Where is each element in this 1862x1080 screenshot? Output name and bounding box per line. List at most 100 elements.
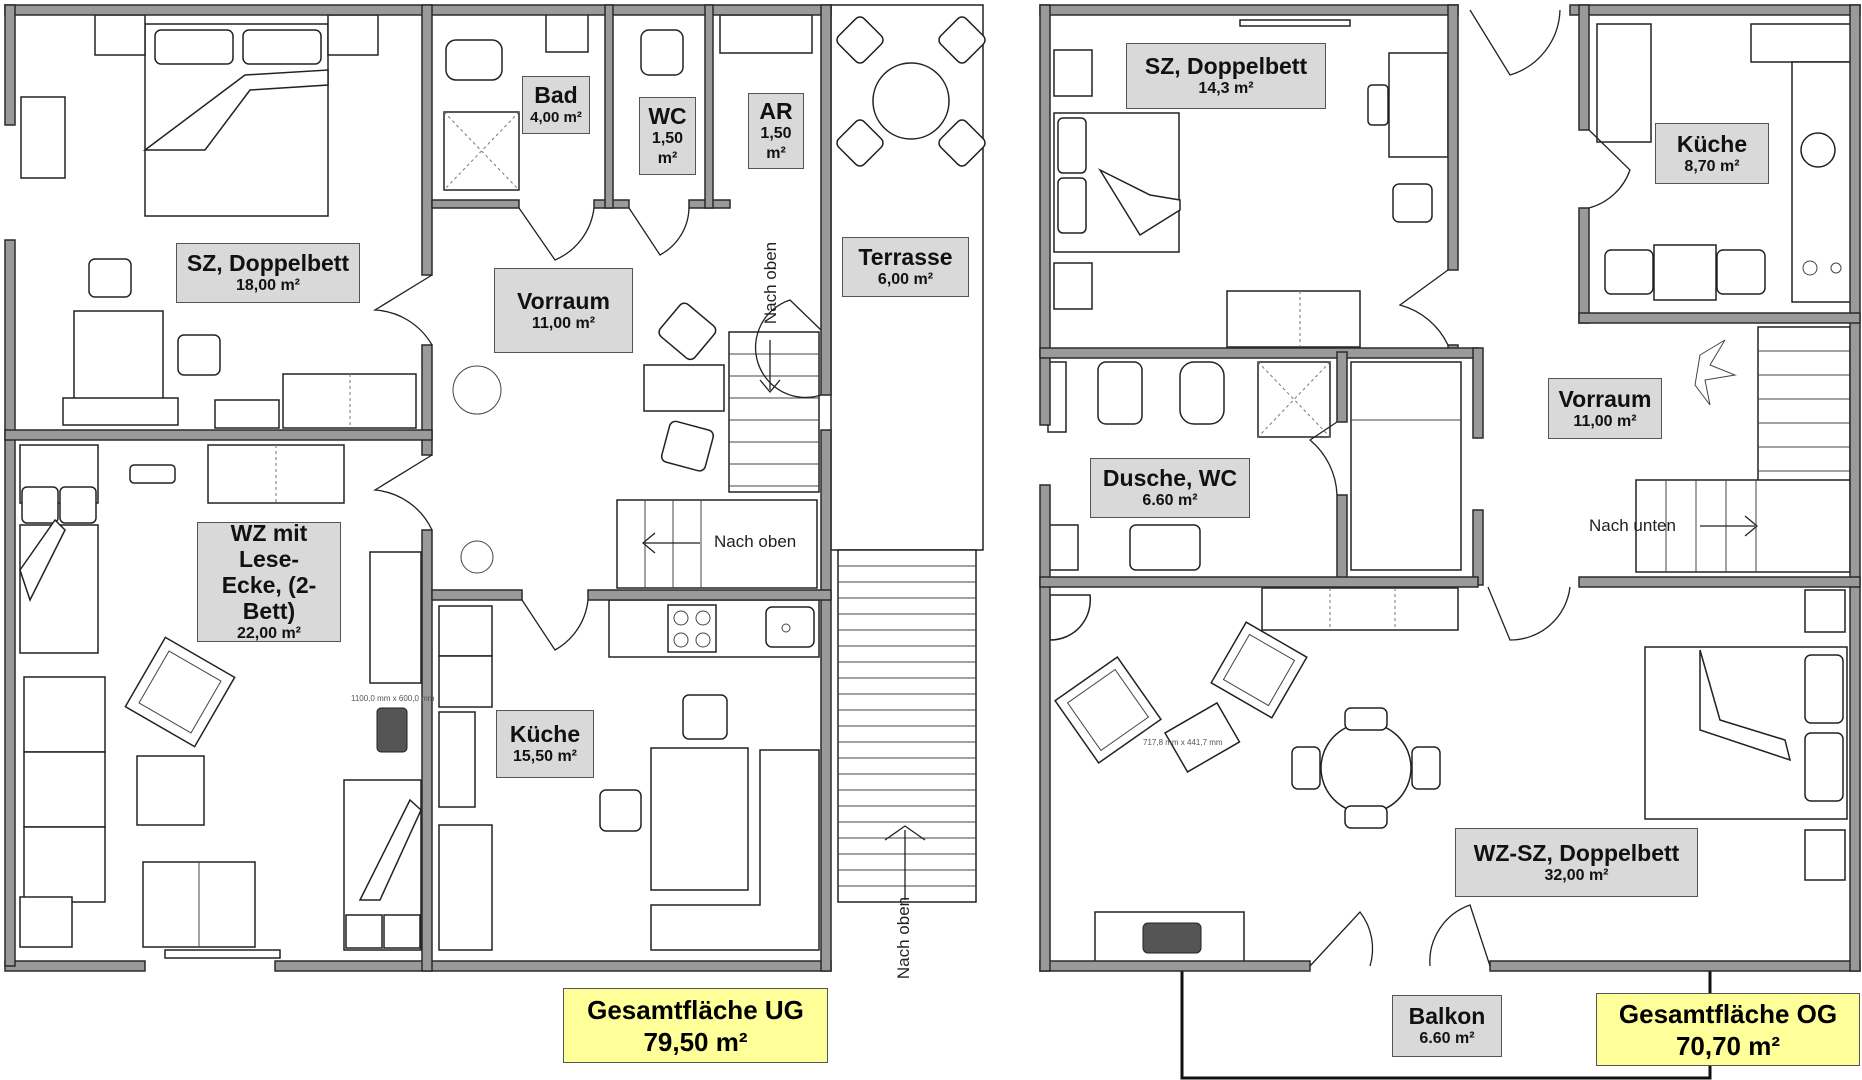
stairs-note-down: Nach unten bbox=[1589, 516, 1676, 535]
fridge bbox=[438, 711, 476, 808]
plant bbox=[452, 365, 502, 415]
og-walls bbox=[1039, 4, 1861, 972]
sofa bbox=[23, 676, 106, 903]
room-area: 6.60 m² bbox=[1419, 1030, 1475, 1047]
total-area-ug: Gesamtfläche UG 79,50 m² bbox=[563, 988, 828, 1063]
room-area: 1,50 m² bbox=[760, 125, 792, 162]
total-value: 79,50 m² bbox=[643, 1026, 748, 1057]
toilet bbox=[640, 29, 684, 76]
double-bed bbox=[1644, 646, 1848, 820]
sink bbox=[1800, 132, 1836, 168]
room-label-og-kueche: Küche 8,70 m² bbox=[1655, 123, 1769, 184]
toilet bbox=[445, 39, 503, 81]
room-label-ug-bad: Bad 4,00 m² bbox=[522, 76, 590, 134]
room-area: 1,50 m² bbox=[651, 130, 684, 167]
outdoor-stairs bbox=[837, 549, 977, 903]
room-label-ug-wc: WC 1,50 m² bbox=[639, 97, 696, 175]
room-area: 18,00 m² bbox=[235, 277, 301, 294]
sideboard bbox=[1261, 587, 1459, 631]
indoor-stairs bbox=[1635, 326, 1851, 573]
room-area: 32,00 m² bbox=[1544, 866, 1609, 884]
room-name: WZ-SZ, Doppelbett bbox=[1473, 839, 1680, 866]
og-floor-plan bbox=[1039, 4, 1861, 1080]
ug-walls bbox=[4, 4, 832, 972]
room-area: 11,00 m² bbox=[531, 314, 596, 332]
armchair bbox=[124, 636, 236, 748]
kitchen-counter bbox=[1791, 61, 1856, 303]
room-name: Balkon bbox=[1408, 1003, 1486, 1029]
round-table bbox=[1291, 707, 1441, 829]
tv bbox=[376, 707, 408, 753]
room-label-og-balkon: Balkon 6.60 m² bbox=[1392, 995, 1502, 1057]
single-bed bbox=[343, 779, 422, 951]
room-label-og-vorraum: Vorraum 11,00 m² bbox=[1548, 378, 1662, 439]
bench bbox=[142, 861, 256, 948]
room-area: 8,70 m² bbox=[1684, 157, 1740, 175]
room-label-og-dusche-wc: Dusche, WC 6.60 m² bbox=[1090, 458, 1250, 518]
double-bed bbox=[1053, 112, 1181, 253]
room-name: Bad bbox=[534, 82, 578, 108]
desk bbox=[20, 96, 66, 179]
room-area: 14,3 m² bbox=[1198, 80, 1254, 97]
total-label: Gesamtfläche OG bbox=[1618, 998, 1838, 1029]
coffee-table bbox=[136, 755, 205, 826]
dimension-label: 717,8 mm x 441,7 mm bbox=[1143, 738, 1223, 747]
shower bbox=[443, 111, 520, 191]
plant bbox=[460, 540, 494, 574]
indoor-stairs bbox=[616, 331, 820, 589]
room-area: 6,00 m² bbox=[877, 271, 934, 288]
double-bed bbox=[142, 23, 329, 217]
armchair bbox=[1210, 621, 1308, 719]
wardrobe bbox=[1226, 290, 1361, 348]
room-label-ug-schlafzimmer: SZ, Doppelbett 18,00 m² bbox=[176, 243, 360, 303]
total-area-og: Gesamtfläche OG 70,70 m² bbox=[1596, 993, 1860, 1066]
room-name: AR bbox=[759, 98, 793, 124]
og-doors bbox=[1308, 9, 1631, 967]
table bbox=[73, 310, 164, 402]
dining-table bbox=[650, 747, 749, 891]
stairs-note-up: Nach oben bbox=[714, 532, 797, 551]
room-name: Vorraum bbox=[1558, 385, 1652, 412]
room-label-ug-ar: AR 1,50 m² bbox=[748, 93, 804, 169]
room-label-ug-terrasse: Terrasse 6,00 m² bbox=[842, 237, 969, 297]
room-name: Vorraum bbox=[517, 287, 610, 314]
room-name: WC bbox=[648, 103, 687, 129]
ug-floor-plan bbox=[4, 4, 986, 972]
stairs-note-up: Nach oben bbox=[761, 241, 781, 325]
stairs-note-up: Nach oben bbox=[894, 896, 914, 980]
room-area: 6.60 m² bbox=[1142, 492, 1198, 509]
plant bbox=[1694, 339, 1737, 406]
single-bed bbox=[19, 518, 99, 654]
room-area: 11,00 m² bbox=[1573, 412, 1637, 430]
desk bbox=[1388, 52, 1449, 158]
room-name: SZ, Doppelbett bbox=[1144, 53, 1308, 79]
room-name: Küche bbox=[509, 721, 581, 747]
ug-doors bbox=[372, 207, 822, 651]
table bbox=[1653, 244, 1717, 301]
dimension-label: 1100,0 mm x 600,0 mm bbox=[351, 694, 435, 703]
room-area: 22,00 m² bbox=[236, 625, 302, 642]
room-label-ug-kueche: Küche 15,50 m² bbox=[496, 710, 594, 778]
shower bbox=[1257, 361, 1331, 438]
sink bbox=[545, 13, 589, 53]
room-name: Terrasse bbox=[858, 244, 953, 270]
armchair bbox=[1054, 656, 1162, 764]
kitchen-counter bbox=[608, 599, 820, 658]
room-label-og-schlafzimmer: SZ, Doppelbett 14,3 m² bbox=[1126, 43, 1326, 109]
room-area: 4,00 m² bbox=[530, 109, 582, 126]
room-label-ug-vorraum: Vorraum 11,00 m² bbox=[494, 268, 633, 353]
rug bbox=[1163, 701, 1241, 773]
terrace-table bbox=[836, 16, 986, 167]
cabinet bbox=[369, 551, 422, 684]
room-name: Küche bbox=[1676, 130, 1748, 157]
sink bbox=[1129, 524, 1201, 571]
room-name: SZ, Doppelbett bbox=[186, 250, 350, 276]
room-name: WZ mit Lese-Ecke, (2-Bett) bbox=[221, 520, 317, 624]
toilet bbox=[1097, 361, 1143, 425]
total-value: 70,70 m² bbox=[1675, 1030, 1781, 1061]
closet bbox=[1350, 361, 1462, 571]
tv bbox=[1142, 922, 1202, 954]
toilet bbox=[1179, 361, 1225, 425]
room-label-og-wohn-schlafzimmer: WZ-SZ, Doppelbett 32,00 m² bbox=[1455, 828, 1698, 897]
